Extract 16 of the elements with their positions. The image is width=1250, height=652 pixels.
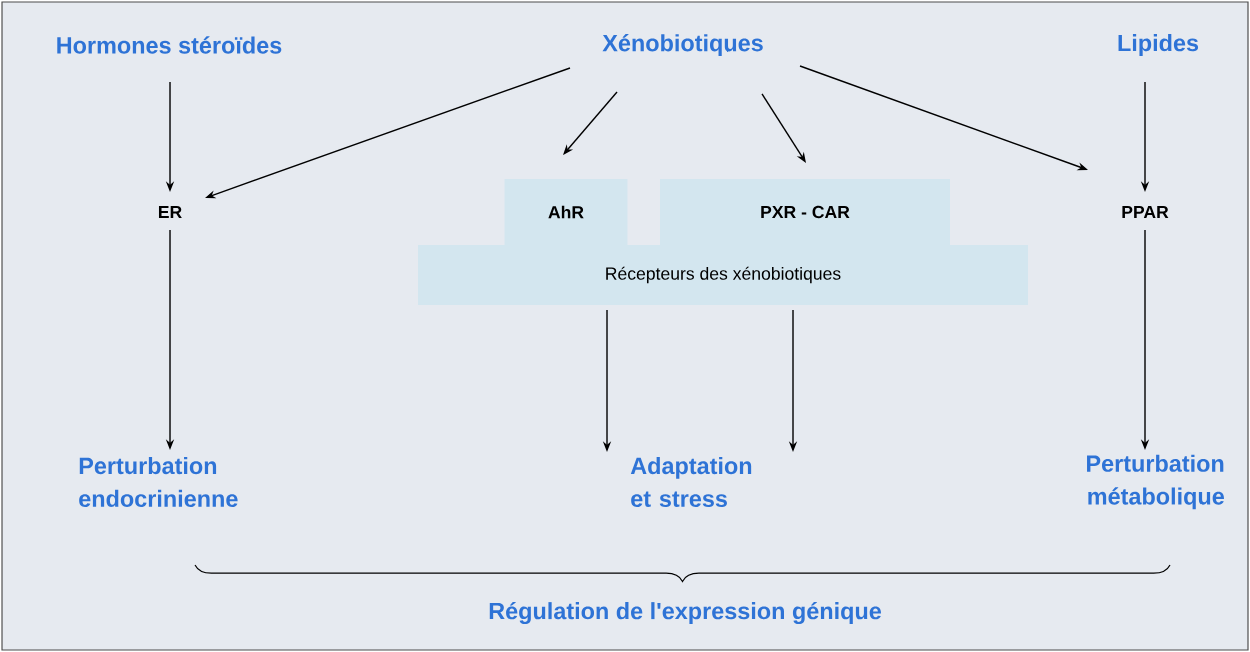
receptor-label: PPAR (1122, 205, 1169, 219)
caption-label: Régulation de l'expression génique (489, 601, 881, 625)
source-label: Hormones stéroïdes (57, 36, 282, 54)
node-label: Récepteurs des xénobiotiques (606, 266, 841, 284)
effect-label: Perturbation endocrinienne (79, 457, 238, 507)
effect-label: Perturbation métabolique (1087, 454, 1224, 510)
arrow (563, 91, 618, 155)
receptor-box: PXR - CAR (660, 179, 950, 245)
receptor-box: AhR (504, 179, 628, 245)
receptor-label: ER (159, 205, 182, 219)
source-label: Lipides (1118, 34, 1199, 56)
arrow (761, 93, 806, 163)
source-label: Xénobiotiques (602, 34, 763, 57)
node-label: AhR (548, 205, 584, 219)
node-label: PXR - CAR (761, 205, 850, 219)
effect-label: Adaptation et stress (630, 457, 752, 507)
